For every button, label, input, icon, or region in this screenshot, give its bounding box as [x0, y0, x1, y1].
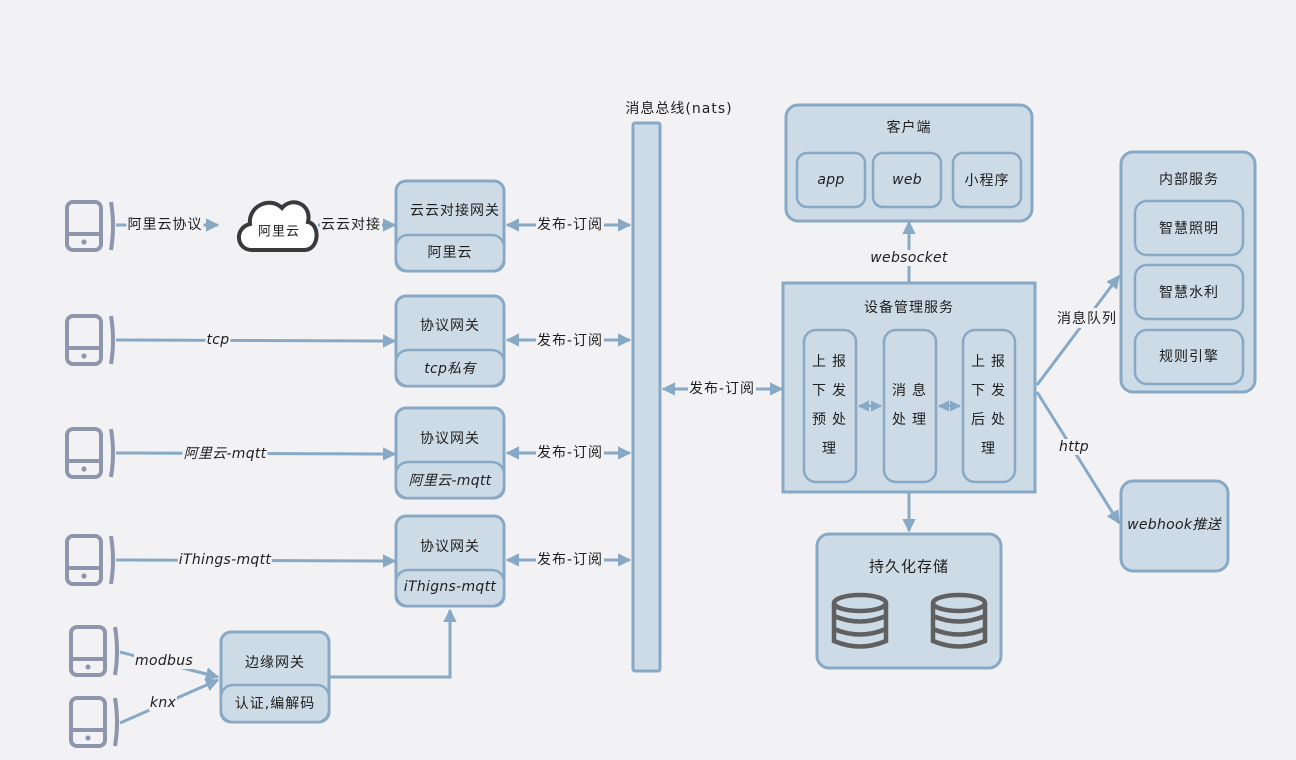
pubsub-label: 发布-订阅 [535, 442, 605, 462]
cloud-label: 阿里云 [257, 224, 301, 240]
phone-icon [65, 427, 115, 479]
phone-icon [65, 200, 115, 252]
gateway-title: 协议网关 [420, 318, 480, 334]
link-label: modbus [134, 653, 194, 669]
stage-preprocess: 上报 下发 预处 理 [812, 354, 852, 457]
phone-icon [65, 534, 115, 586]
internal-title: 内部服务 [1159, 172, 1219, 188]
cloud-icon [237, 200, 319, 252]
client-group [784, 103, 1034, 223]
client-item-web: web [892, 172, 922, 188]
pubsub-label: 发布-订阅 [535, 330, 605, 350]
database-icon [930, 592, 988, 649]
bus-label: 消息总线(nats) [625, 101, 733, 117]
edge-gateway-sub: 认证,编解码 [234, 696, 316, 712]
gateway-title: 协议网关 [420, 431, 480, 447]
edge-gateway-title: 边缘网关 [245, 655, 305, 671]
gateway-sub: iThigns-mqtt [403, 579, 497, 595]
edge-gateway [219, 630, 331, 724]
storage-group [815, 532, 1003, 670]
client-item-miniprogram: 小程序 [964, 173, 1010, 189]
pubsub-label: 发布-订阅 [687, 378, 757, 398]
stage-postprocess: 上报 下发 后处 理 [971, 354, 1011, 457]
link-label: 消息队列 [1056, 308, 1118, 328]
gateway-cloud [394, 179, 506, 273]
gateway-sub: 阿里云 [427, 245, 473, 261]
gateway-aliyun-mqtt [394, 406, 506, 500]
gateway-tcp [394, 294, 506, 388]
storage-title: 持久化存储 [868, 557, 950, 576]
link-tcp [115, 334, 397, 348]
database-icon [831, 592, 889, 649]
link-label: 阿里云协议 [126, 214, 204, 234]
gateway-title: 云云对接网关 [410, 203, 500, 219]
webhook-label: webhook推送 [1127, 517, 1221, 533]
gateway-ithings-mqtt [394, 514, 506, 608]
internal-services-group [1119, 150, 1257, 394]
internal-item: 规则引擎 [1159, 349, 1219, 365]
link-edge-to-gateway [329, 608, 457, 679]
message-bus [631, 121, 662, 673]
internal-item: 智慧水利 [1159, 285, 1219, 301]
phone-icon [65, 314, 115, 366]
link-label: 阿里云-mqtt [182, 443, 268, 463]
webhook-box [1119, 479, 1230, 573]
device-service-title: 设备管理服务 [864, 300, 954, 316]
internal-item: 智慧照明 [1159, 221, 1219, 237]
phone-icon [69, 625, 119, 677]
gateway-title: 协议网关 [420, 539, 480, 555]
gateway-sub: tcp私有 [424, 361, 476, 377]
gateway-sub: 阿里云-mqtt [408, 473, 492, 489]
device-service [781, 281, 1037, 494]
link-label: websocket [869, 250, 949, 266]
link-label: 云云对接 [320, 214, 382, 234]
client-title: 客户端 [886, 120, 932, 136]
stage-message-process: 消息 处理 [892, 383, 932, 428]
link-http [1035, 391, 1121, 525]
phone-icon [69, 696, 119, 748]
link-label: tcp [205, 332, 231, 348]
link-label: http [1058, 439, 1090, 455]
link-label: iThings-mqtt [177, 552, 273, 568]
link-message-queue [1035, 274, 1121, 386]
pubsub-label: 发布-订阅 [535, 549, 605, 569]
link-label: knx [148, 695, 178, 711]
client-item-app: app [817, 172, 845, 188]
pubsub-label: 发布-订阅 [535, 214, 605, 234]
